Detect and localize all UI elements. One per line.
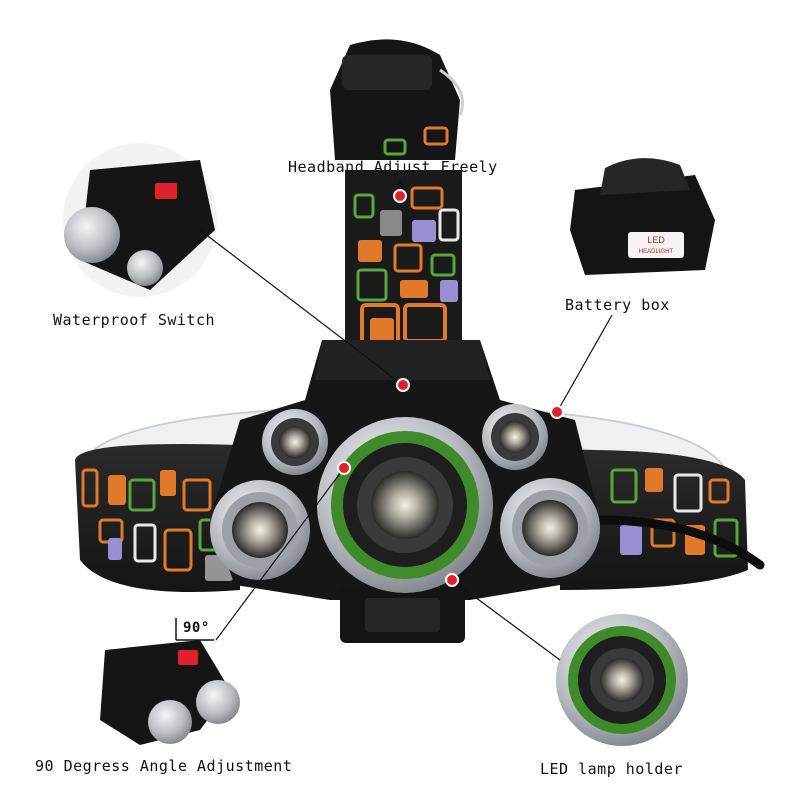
degree-label: 90° xyxy=(183,620,210,636)
lamp-holder-inset xyxy=(556,614,688,746)
headband-label: Headband Adjust Freely xyxy=(288,158,498,176)
callout-markers xyxy=(337,189,564,587)
headband-clip-inset xyxy=(330,39,464,160)
right-lamp xyxy=(500,478,600,578)
angle-adjustment-inset xyxy=(100,618,240,745)
side-headband xyxy=(75,444,765,592)
waterproof-switch-label: Waterproof Switch xyxy=(53,311,216,329)
switch-inset xyxy=(63,143,217,297)
battery-box-inset xyxy=(570,158,715,275)
left-lamp xyxy=(210,480,310,580)
battery-tag-line1: LED xyxy=(647,235,665,245)
battery-box-label: Battery box xyxy=(565,296,670,314)
lamp-holder-label: LED lamp holder xyxy=(540,760,683,778)
upper-left-lamp xyxy=(262,409,328,475)
top-headband xyxy=(345,170,462,355)
upper-right-lamp xyxy=(482,404,548,470)
battery-tag-line2: HEADLIGHT xyxy=(639,249,674,255)
callout-lines xyxy=(199,180,613,661)
angle-adjustment-label: 90 Degress Angle Adjustment xyxy=(35,757,293,775)
center-zoom-lamp xyxy=(317,417,493,593)
